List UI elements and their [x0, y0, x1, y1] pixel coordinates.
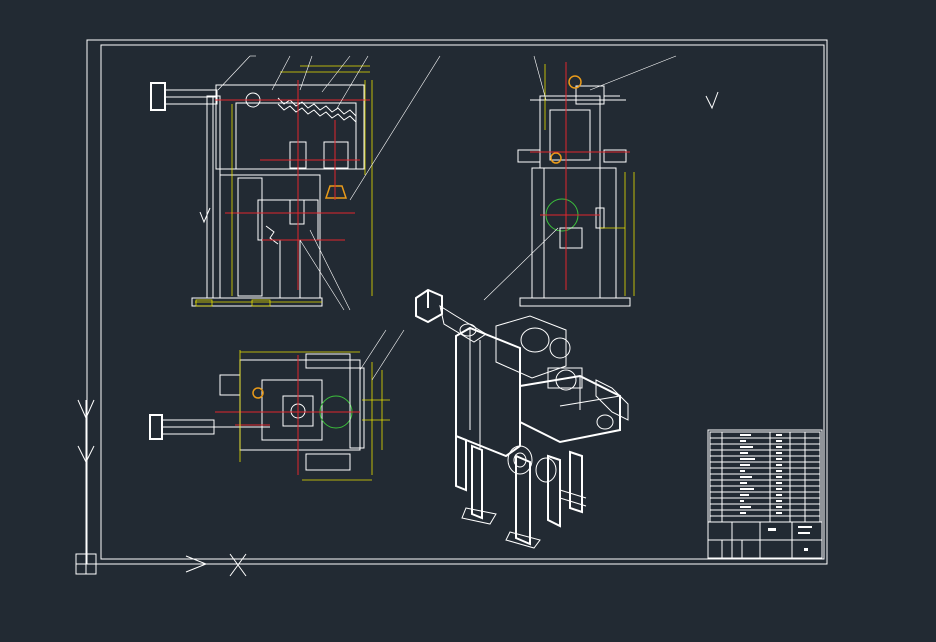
title-block-cell-mark: [776, 500, 782, 502]
top-view: [149, 329, 405, 481]
title-block-rows: [710, 434, 820, 517]
title-block-cell-mark: [740, 464, 750, 466]
title-block-cell-mark: [776, 446, 782, 448]
title-block-cell-mark: [740, 470, 745, 472]
title-block-cell-mark: [740, 512, 746, 514]
title-block-cell-mark: [740, 494, 749, 496]
title-block-cell-mark: [776, 476, 782, 478]
side-view: [483, 55, 719, 307]
title-block-cell-mark: [776, 458, 782, 460]
title-block-cell-mark: [776, 482, 782, 484]
title-block-cell-mark: [776, 506, 782, 508]
title-block-cell-mark: [740, 446, 753, 448]
title-block-cell-mark: [776, 452, 782, 454]
title-block-cell-mark: [776, 488, 782, 490]
cursor-crosshair-icon[interactable]: [229, 553, 247, 577]
isometric-view: [415, 288, 629, 549]
title-block-cell-mark: [740, 458, 755, 460]
ucs-axis-icon: [75, 399, 208, 575]
title-block-cell-mark: [776, 434, 782, 436]
title-block-cell-mark: [776, 440, 782, 442]
title-block-cell-mark: [740, 476, 752, 478]
title-block-cell-mark: [740, 440, 746, 442]
title-block-cell-mark: [740, 488, 754, 490]
title-block-cell-mark: [740, 482, 747, 484]
title-block-cell-mark: [740, 500, 744, 502]
sheet-frame: [86, 39, 828, 565]
title-block-cell-mark: [776, 494, 782, 496]
title-block-cell-mark: [740, 434, 751, 436]
title-block-cell-mark: [776, 512, 782, 514]
title-block-cell-mark: [740, 452, 748, 454]
title-block-cell-mark: [740, 506, 751, 508]
front-view: [150, 55, 441, 311]
surface-roughness-icon: [705, 91, 719, 110]
title-block: [707, 429, 823, 559]
title-block-cell-mark: [776, 464, 782, 466]
surface-roughness-icon: [199, 207, 211, 224]
title-block-cell-mark: [776, 470, 782, 472]
